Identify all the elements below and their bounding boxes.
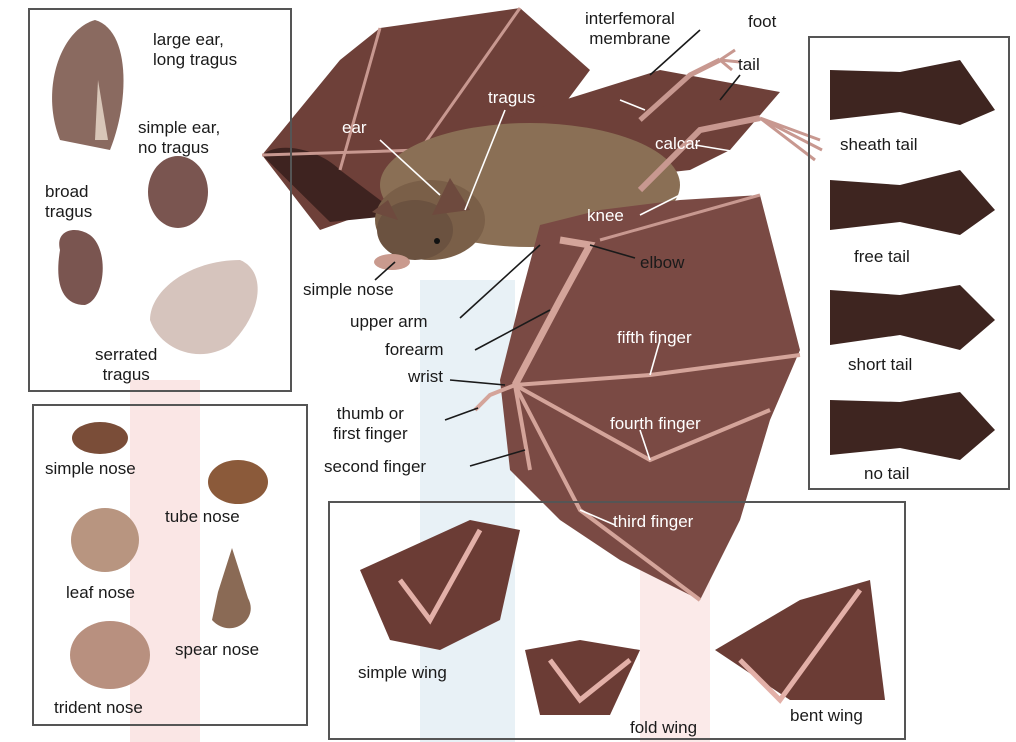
simple-wing-image (360, 520, 520, 650)
no-tail-label: no tail (864, 464, 909, 484)
large-ear-image (52, 20, 123, 150)
leaf-nose-label: leaf nose (66, 583, 135, 603)
calcar-label: calcar (655, 134, 700, 154)
short-tail-label: short tail (848, 355, 912, 375)
simple-wing-label: simple wing (358, 663, 447, 683)
fourth-finger-label: fourth finger (610, 414, 701, 434)
simple-ear-image (148, 156, 208, 228)
broad-tragus-image (58, 230, 102, 305)
bent-wing-label: bent wing (790, 706, 863, 726)
leaf-nose-image (71, 508, 139, 572)
interfemoral-membrane-label: interfemoral membrane (585, 9, 675, 49)
broad-tragus-label: broad tragus (45, 182, 92, 222)
tube-nose-image (208, 460, 268, 504)
forearm-label: forearm (385, 340, 444, 360)
tragus-label: tragus (488, 88, 535, 108)
sheath-tail-image (830, 60, 995, 125)
simple-ear-label: simple ear, no tragus (138, 118, 220, 158)
elbow-label: elbow (640, 253, 684, 273)
large-ear-label: large ear, long tragus (153, 30, 237, 70)
wrist-label: wrist (408, 367, 443, 387)
fold-wing-image (525, 640, 640, 715)
knee-label: knee (587, 206, 624, 226)
spear-nose-image (212, 548, 251, 628)
no-tail-image (830, 392, 995, 460)
free-tail-image (830, 170, 995, 235)
tube-nose-label: tube nose (165, 507, 240, 527)
serrated-tragus-image (150, 260, 258, 354)
fifth-finger-label: fifth finger (617, 328, 692, 348)
tail-label: tail (738, 55, 760, 75)
foot-label: foot (748, 12, 776, 32)
spear-nose-label: spear nose (175, 640, 259, 660)
short-tail-image (830, 285, 995, 350)
free-tail-label: free tail (854, 247, 910, 267)
fold-wing-label: fold wing (630, 718, 697, 738)
trident-nose-image (70, 621, 150, 689)
bent-wing-image (715, 580, 885, 700)
simple-nose-anatomy-label: simple nose (303, 280, 394, 300)
simple-nose-image (72, 422, 128, 454)
serrated-tragus-label: serrated tragus (95, 345, 157, 385)
third-finger-label: third finger (613, 512, 693, 532)
simple-nose-label: simple nose (45, 459, 136, 479)
upper-arm-label: upper arm (350, 312, 427, 332)
sheath-tail-label: sheath tail (840, 135, 918, 155)
thumb-label: thumb or first finger (333, 404, 408, 444)
second-finger-label: second finger (324, 457, 426, 477)
trident-nose-label: trident nose (54, 698, 143, 718)
ear-label: ear (342, 118, 367, 138)
